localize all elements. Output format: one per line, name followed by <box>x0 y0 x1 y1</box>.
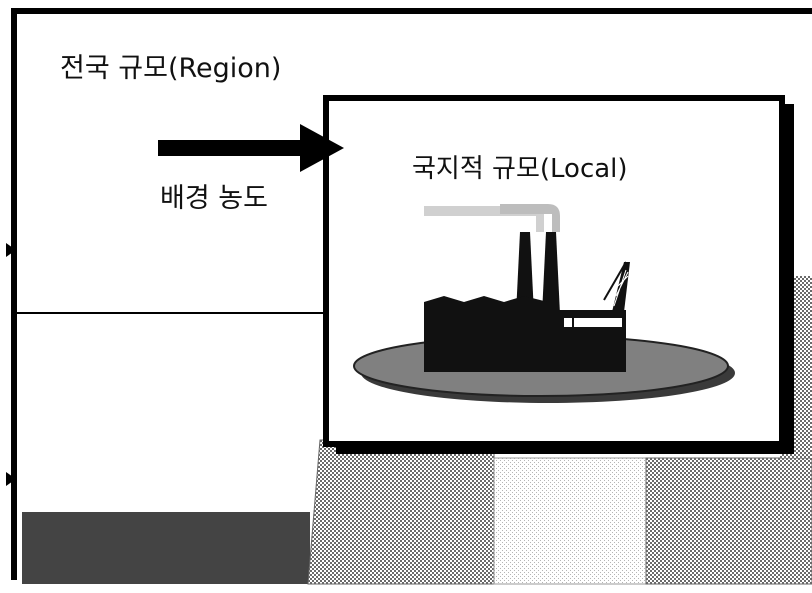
background-concentration-label: 배경 농도 <box>160 183 268 214</box>
dark-block <box>22 512 310 584</box>
region-scale-label: 전국 규모(Region) <box>60 53 282 84</box>
arrow-right-icon <box>158 124 344 172</box>
hatched-terrain-right <box>645 457 812 585</box>
left-tick-upper <box>6 243 16 257</box>
local-scale-label: 국지적 규모(Local) <box>412 154 628 184</box>
factory-icon <box>353 204 735 403</box>
hatched-terrain-middle <box>493 457 647 585</box>
region-frame <box>11 8 812 580</box>
left-tick-lower <box>6 472 16 486</box>
hatched-terrain-left <box>307 439 495 585</box>
